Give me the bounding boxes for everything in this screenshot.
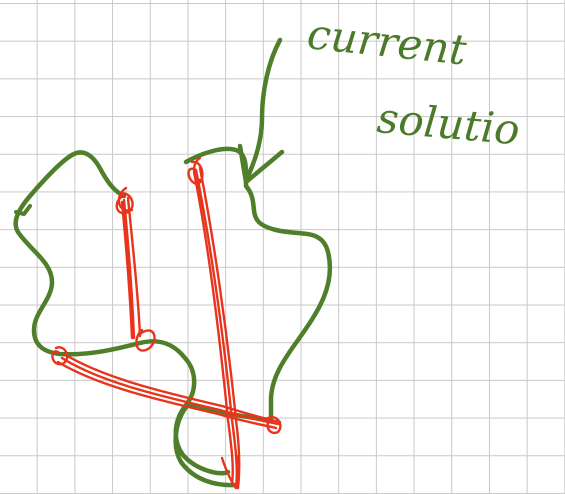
- annotation-solutio: solutio: [375, 93, 522, 154]
- red-alternate-edges: [51, 156, 282, 490]
- annotation-current: current: [305, 9, 469, 74]
- pointer-arrow: [237, 37, 285, 185]
- red-edge-right-vertical: [192, 166, 241, 490]
- red-loop-top-left: [115, 186, 134, 215]
- red-loop-top-right: [187, 156, 204, 186]
- current-solution-tour: [13, 146, 333, 488]
- red-edge-diagonal: [56, 352, 282, 430]
- red-loop-left-node: [51, 346, 69, 366]
- red-bottom-arrowhead: [220, 454, 241, 490]
- red-loop-bottom-left: [135, 328, 156, 352]
- red-edge-left-vertical: [120, 196, 142, 340]
- left-tick-mark: [14, 204, 32, 216]
- red-loop-right-node: [266, 416, 282, 435]
